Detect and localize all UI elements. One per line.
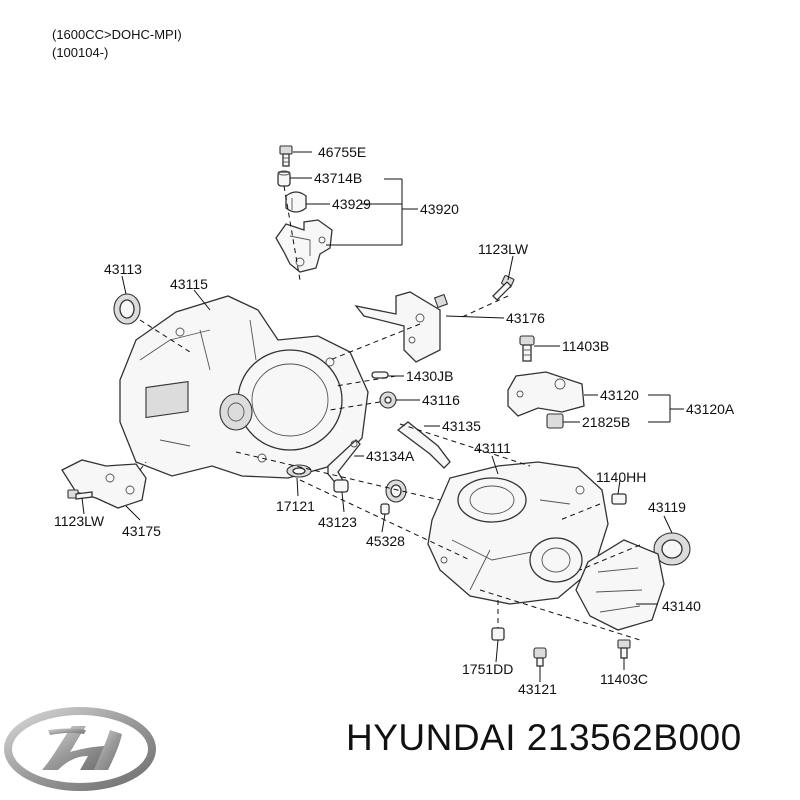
brand-part-number: HYUNDAI 213562B000 <box>346 717 742 758</box>
part-label-11403b: 11403B <box>562 338 609 354</box>
clip-43929-drawing <box>285 191 307 213</box>
part-label-43120a: 43120A <box>686 401 735 417</box>
part-label-43714b: 43714B <box>314 170 362 186</box>
plug-1751dd-drawing <box>491 627 505 641</box>
part-label-43140: 43140 <box>662 598 701 614</box>
part-label-1751dd: 1751DD <box>462 661 513 677</box>
part-label-46755e: 46755E <box>318 144 366 160</box>
oil-seal-small-drawing <box>385 479 407 503</box>
bracket-43175-drawing <box>61 459 147 509</box>
part-label-43119: 43119 <box>648 499 686 515</box>
part-label-43135: 43135 <box>442 418 481 434</box>
part-label-43176: 43176 <box>506 310 545 326</box>
clutch-housing-43115-drawing <box>119 295 369 479</box>
part-label-43115: 43115 <box>170 276 208 292</box>
part-labels: 46755E 43714B 43929 43920 1123LW 43113 4… <box>54 144 735 697</box>
part-label-43134a: 43134A <box>366 448 415 464</box>
seal-43119-drawing <box>653 532 691 566</box>
part-label-43111: 43111 <box>474 440 511 456</box>
bushing-43714b-drawing <box>277 170 291 187</box>
bolt-11403c-drawing <box>617 639 631 659</box>
bolt-1123lw-top-drawing <box>492 275 515 301</box>
bolt-1140hh-drawing <box>611 493 627 505</box>
engine-spec-label: (1600CC>DOHC-MPI) <box>52 27 182 42</box>
lever-bracket-43920-drawing <box>275 219 333 273</box>
nut-21825b-drawing <box>546 413 564 429</box>
plug-45328-drawing <box>380 503 390 515</box>
part-label-1123lw-left: 1123LW <box>54 513 105 529</box>
bolt-1123lw-left-drawing <box>67 489 93 500</box>
bolt-11403b-drawing <box>519 335 535 362</box>
pin-1430jb-drawing <box>371 371 389 379</box>
alignment-lines <box>139 185 641 641</box>
seal-17121-drawing <box>286 464 312 478</box>
part-label-1140hh: 1140HH <box>596 469 646 485</box>
date-code-label: (100104-) <box>52 45 109 60</box>
part-label-43116: 43116 <box>422 392 460 408</box>
bracket-43176-drawing <box>354 291 449 363</box>
part-label-43121: 43121 <box>518 681 557 697</box>
lever-43134a-drawing <box>327 439 361 487</box>
part-label-43920: 43920 <box>420 201 459 217</box>
part-label-21825b: 21825B <box>582 414 630 430</box>
part-label-1123lw-top: 1123LW <box>478 241 529 257</box>
part-label-43120: 43120 <box>600 387 639 403</box>
part-label-1430jb: 1430JB <box>406 368 453 384</box>
bracket-43120-drawing <box>507 371 585 417</box>
part-label-45328: 45328 <box>366 533 405 549</box>
part-label-43113: 43113 <box>104 261 142 277</box>
hyundai-logo-icon <box>4 707 156 791</box>
part-label-43175: 43175 <box>122 523 161 539</box>
leader-lines <box>81 151 684 682</box>
part-label-43123: 43123 <box>318 514 357 530</box>
part-label-43929: 43929 <box>332 196 371 212</box>
fork-43135-drawing <box>396 421 451 469</box>
part-label-11403c: 11403C <box>600 671 648 687</box>
seal-43113-drawing <box>113 293 141 325</box>
washer-43116-drawing <box>379 391 397 409</box>
part-43123-drawing <box>333 479 349 493</box>
bolt-46755e-drawing <box>279 145 293 167</box>
bolt-43121-drawing <box>533 647 547 667</box>
part-label-17121: 17121 <box>276 498 315 514</box>
transmission-case-43111-drawing <box>427 461 609 605</box>
